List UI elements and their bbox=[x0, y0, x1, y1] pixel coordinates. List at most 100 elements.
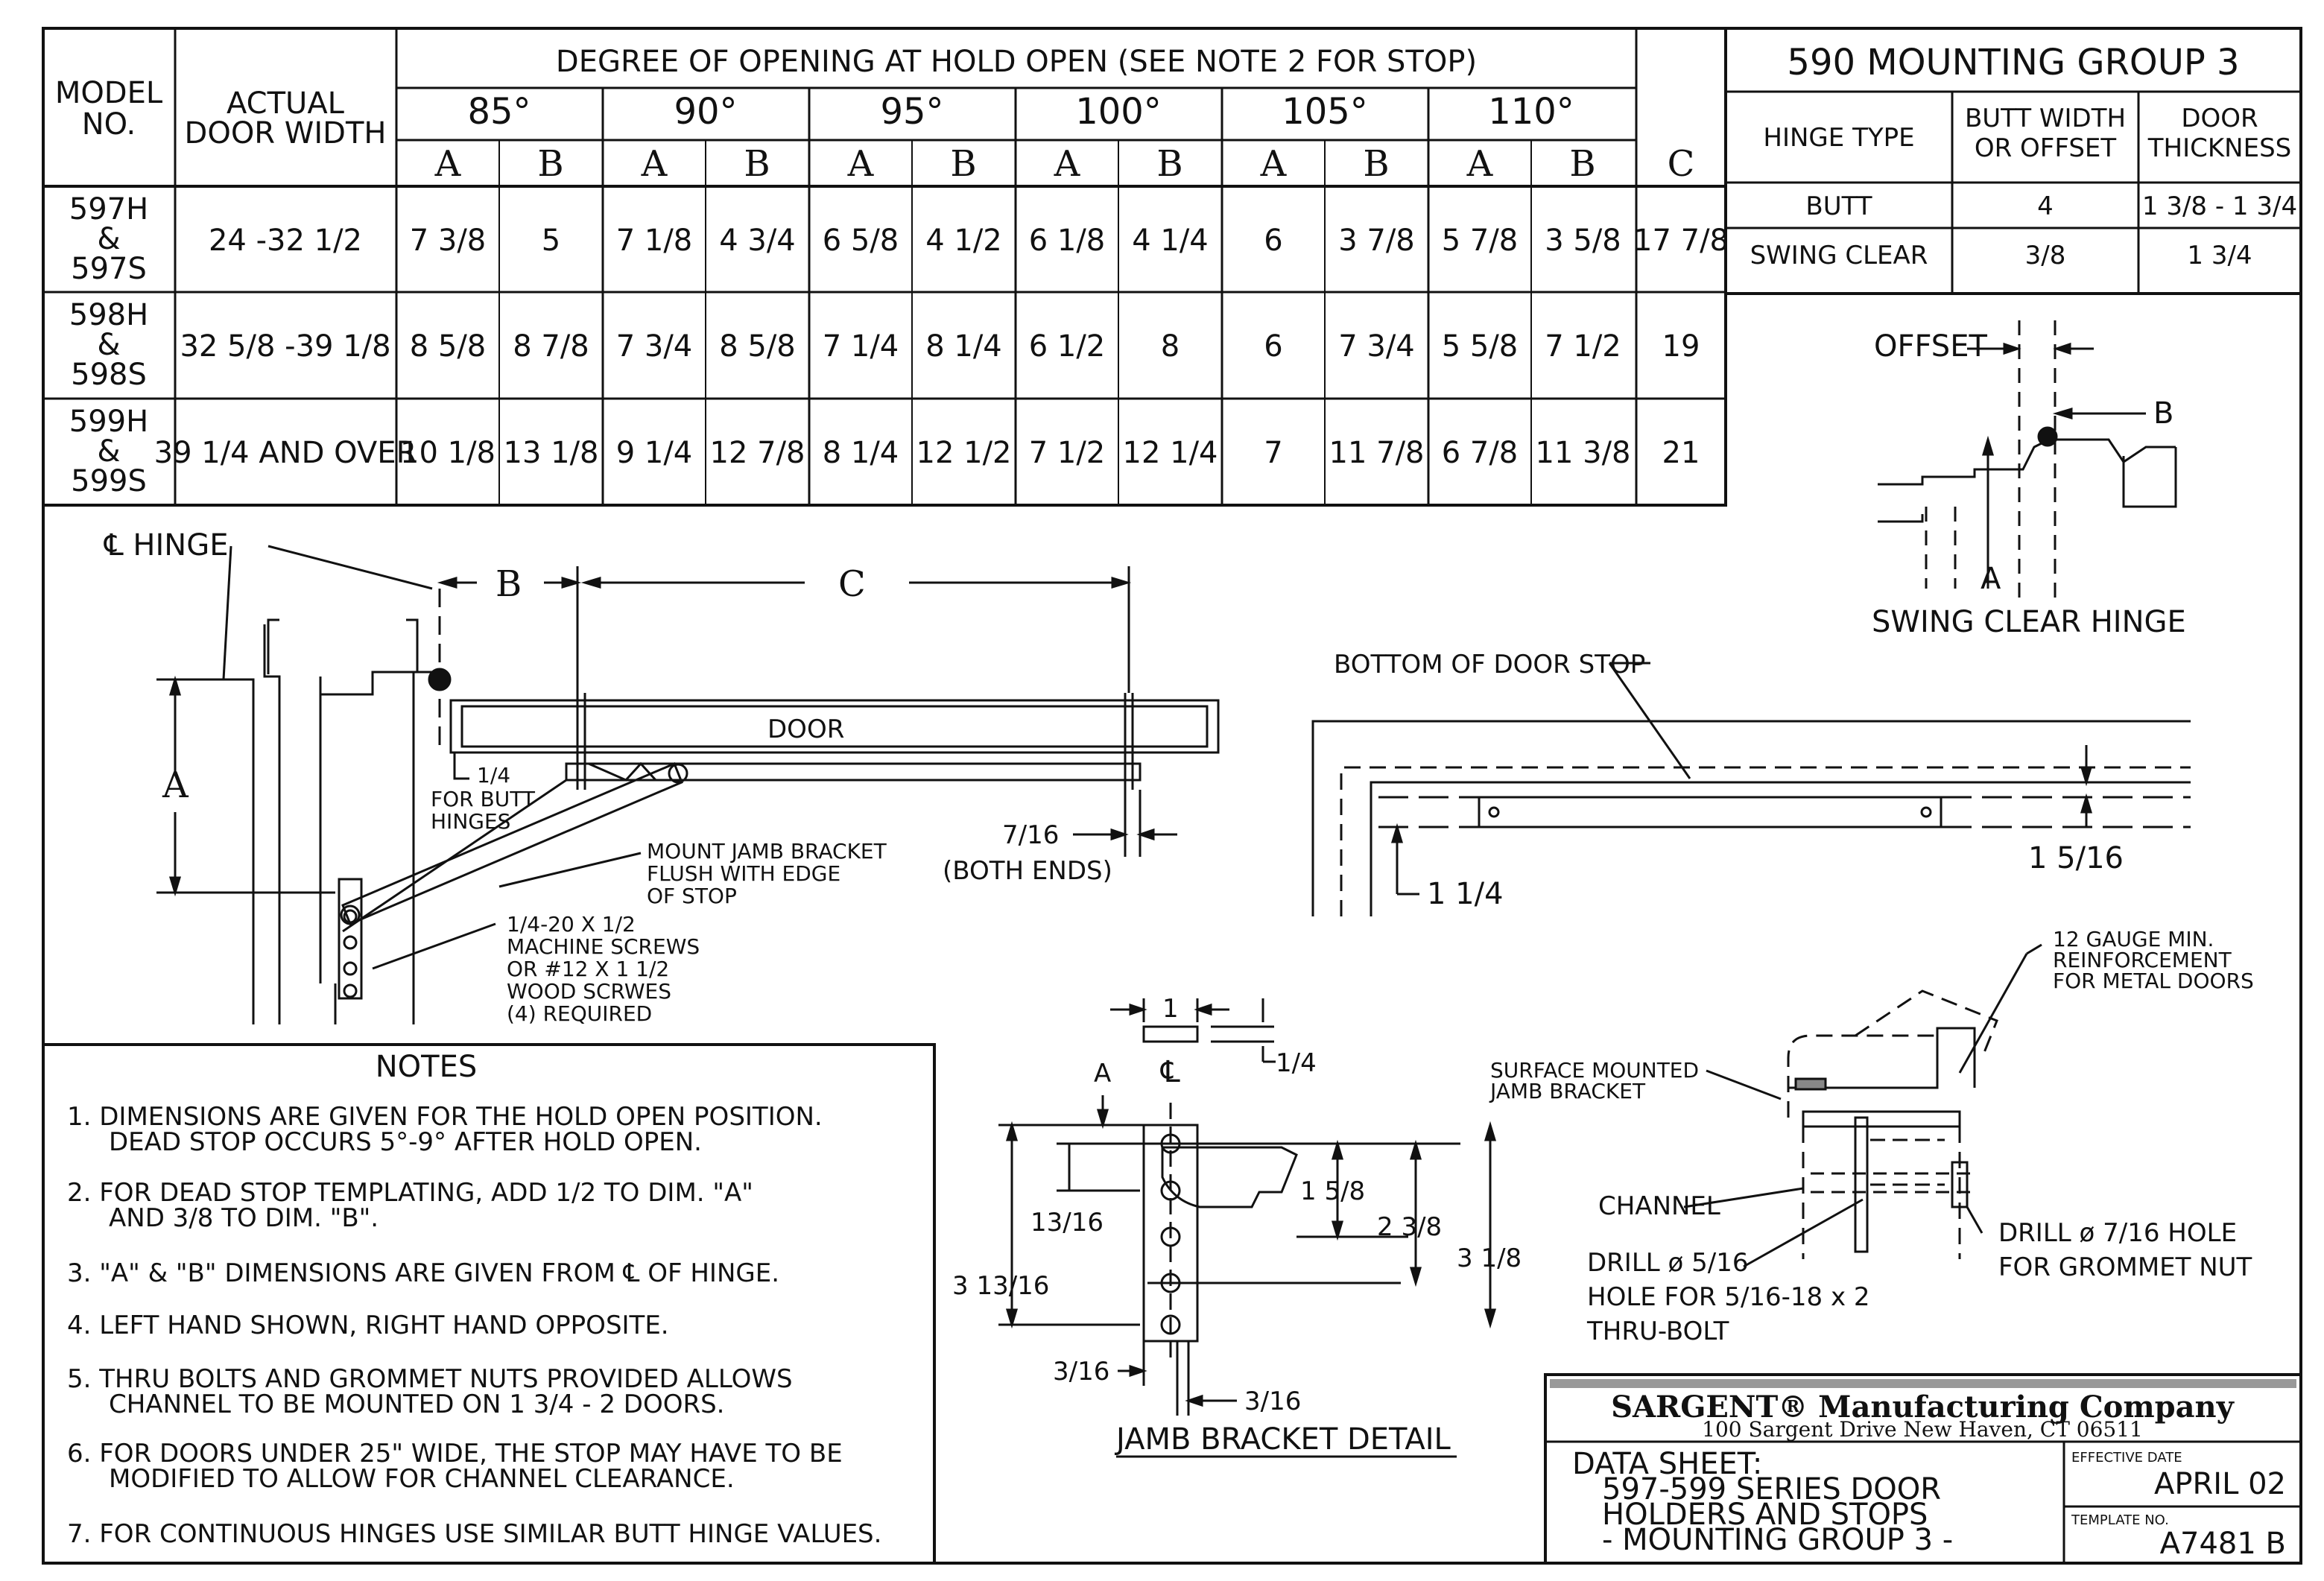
dimension-value: 7 1/4 bbox=[823, 329, 899, 364]
dimension-value: 5 5/8 bbox=[1442, 329, 1519, 364]
dimension-value: 6 1/2 bbox=[1029, 329, 1106, 364]
reinf-note-2: REINFORCEMENT bbox=[2053, 948, 2232, 972]
template-no-label: TEMPLATE NO. bbox=[2071, 1512, 2169, 1528]
header-a: A bbox=[1054, 143, 1081, 185]
dimension-value: 6 bbox=[1264, 329, 1282, 364]
note-line: CHANNEL TO BE MOUNTED ON 1 3/4 - 2 DOORS… bbox=[109, 1390, 724, 1419]
a-label: A bbox=[1981, 562, 2001, 596]
jamb-bracket-detail-drawing bbox=[998, 998, 1497, 1458]
dimension-value: 12 7/8 bbox=[710, 436, 805, 470]
dim-b-label: B bbox=[495, 563, 522, 605]
jamb-detail-caption: JAMB BRACKET DETAIL bbox=[1114, 1422, 1451, 1457]
offset-label: OFFSET bbox=[1874, 329, 1987, 364]
header-width: ACTUAL bbox=[227, 86, 345, 121]
reinf-note-3: FOR METAL DOORS bbox=[2053, 969, 2254, 993]
dimension-value: 4 1/4 bbox=[1132, 224, 1209, 258]
dimension-value: 10 1/8 bbox=[400, 436, 495, 470]
surface-note-2: JAMB BRACKET bbox=[1489, 1079, 1646, 1103]
b-label: B bbox=[2153, 396, 2173, 431]
stop-dim-left: 1 1/4 bbox=[1427, 877, 1504, 911]
notes-title: NOTES bbox=[376, 1050, 478, 1084]
door-label: DOOR bbox=[767, 715, 844, 744]
header-hinge-type: HINGE TYPE bbox=[1763, 123, 1914, 153]
butt-width: 4 bbox=[2037, 191, 2054, 221]
jamb-dim-quarter: 1/4 bbox=[1276, 1048, 1317, 1078]
note-line: 2. FOR DEAD STOP TEMPLATING, ADD 1/2 TO … bbox=[67, 1178, 753, 1208]
header-b: B bbox=[537, 143, 563, 185]
dimension-value: 5 bbox=[542, 224, 560, 258]
jamb-dim-3-13-16: 3 13/16 bbox=[952, 1271, 1049, 1301]
header-angle: 105° bbox=[1282, 91, 1368, 133]
door-stop-drawing bbox=[1311, 662, 2191, 916]
dim-a-label: A bbox=[162, 764, 189, 806]
header-angle: 85° bbox=[467, 91, 531, 133]
dimension-c: 21 bbox=[1662, 436, 1700, 470]
door-width: 24 -32 1/2 bbox=[209, 224, 362, 258]
door-stop-label: BOTTOM OF DOOR STOP bbox=[1334, 650, 1645, 679]
note-line: AND 3/8 TO DIM. "B". bbox=[109, 1203, 379, 1233]
header-a: A bbox=[434, 143, 462, 185]
header-butt-width: OR OFFSET bbox=[1975, 133, 2117, 163]
note-line: 3. "A" & "B" DIMENSIONS ARE GIVEN FROM ℄… bbox=[67, 1258, 779, 1288]
door-width: 32 5/8 -39 1/8 bbox=[180, 329, 390, 364]
header-c: C bbox=[1668, 143, 1695, 185]
dim-c-label: C bbox=[838, 563, 866, 605]
model-no: & bbox=[97, 434, 120, 469]
dimension-value: 4 3/4 bbox=[719, 224, 796, 258]
hold-open-table bbox=[42, 27, 1727, 507]
butt-width: 3/8 bbox=[2025, 241, 2066, 270]
butt-note-3: HINGES bbox=[431, 809, 510, 834]
header-butt-width: BUTT WIDTH bbox=[1965, 104, 2126, 133]
screw-note-5: (4) REQUIRED bbox=[507, 1001, 652, 1026]
model-no: 598S bbox=[71, 358, 147, 392]
dimension-value: 12 1/2 bbox=[916, 436, 1012, 470]
dimension-value: 7 3/4 bbox=[1338, 329, 1415, 364]
door-thickness: 1 3/4 bbox=[2187, 241, 2252, 270]
data-sheet-line-4: - MOUNTING GROUP 3 - bbox=[1602, 1523, 1953, 1557]
channel-label: CHANNEL bbox=[1598, 1191, 1720, 1221]
title-block bbox=[1544, 1373, 2302, 1565]
dimension-value: 8 1/4 bbox=[823, 436, 899, 470]
butt-note-1: 1/4 bbox=[477, 763, 510, 788]
jamb-dim-3-16-right: 3/16 bbox=[1244, 1387, 1301, 1416]
note-line: 7. FOR CONTINUOUS HINGES USE SIMILAR BUT… bbox=[67, 1519, 881, 1549]
model-no: 598H bbox=[69, 298, 148, 332]
header-b: B bbox=[1156, 143, 1182, 185]
cl-hinge-label: ℄ HINGE bbox=[104, 528, 228, 563]
hinge-type: BUTT bbox=[1805, 191, 1872, 221]
header-door-thickness: THICKNESS bbox=[2147, 133, 2291, 163]
header-degree: DEGREE OF OPENING AT HOLD OPEN (SEE NOTE… bbox=[556, 45, 1477, 79]
screw-note-2: MACHINE SCREWS bbox=[507, 934, 700, 959]
dimension-value: 8 7/8 bbox=[513, 329, 589, 364]
drill-right-2: FOR GROMMET NUT bbox=[1998, 1252, 2252, 1282]
group-title: 590 MOUNTING GROUP 3 bbox=[1787, 42, 2239, 83]
note-line: 1. DIMENSIONS ARE GIVEN FOR THE HOLD OPE… bbox=[67, 1102, 823, 1132]
swing-clear-labels: OFFSET B A SWING CLEAR HINGE bbox=[1872, 329, 2186, 639]
reinf-note-1: 12 GAUGE MIN. bbox=[2053, 927, 2214, 951]
effective-date: APRIL 02 bbox=[2154, 1467, 2286, 1501]
jamb-detail-labels: 1 1/4 A ℄ 13/16 1 5/8 2 3/8 3 1/8 3 13/1… bbox=[952, 994, 1522, 1457]
model-no: 599S bbox=[71, 464, 147, 498]
dimension-value: 11 3/8 bbox=[1536, 436, 1631, 470]
notes-text: NOTES 1. DIMENSIONS ARE GIVEN FOR THE HOL… bbox=[67, 1050, 881, 1549]
model-no: & bbox=[97, 222, 120, 256]
jamb-dim-3-1-8: 3 1/8 bbox=[1457, 1243, 1522, 1273]
stop-dim-right: 1 5/16 bbox=[2028, 841, 2124, 875]
header-angle: 95° bbox=[880, 91, 943, 133]
screw-note-4: WOOD SCRWES bbox=[507, 979, 671, 1004]
dimension-value: 7 1/2 bbox=[1029, 436, 1106, 470]
jamb-dim-1-5-8: 1 5/8 bbox=[1300, 1176, 1365, 1206]
data-sheet-line-3: HOLDERS AND STOPS bbox=[1602, 1498, 1928, 1532]
dimension-c: 17 7/8 bbox=[1633, 224, 1729, 258]
dimension-value: 3 7/8 bbox=[1338, 224, 1415, 258]
effective-date-label: EFFECTIVE DATE bbox=[2071, 1450, 2182, 1466]
header-angle: 110° bbox=[1488, 91, 1574, 133]
jamb-cl-label: ℄ bbox=[1160, 1055, 1180, 1089]
assembly-labels: ℄ HINGE B C A DOOR 1/4 FOR BUTT HINGES M… bbox=[104, 528, 1112, 1026]
dimension-value: 8 5/8 bbox=[410, 329, 487, 364]
door-width: 39 1/4 AND OVER bbox=[154, 436, 417, 470]
header-model: MODEL bbox=[55, 76, 163, 110]
header-angle: 90° bbox=[674, 91, 737, 133]
